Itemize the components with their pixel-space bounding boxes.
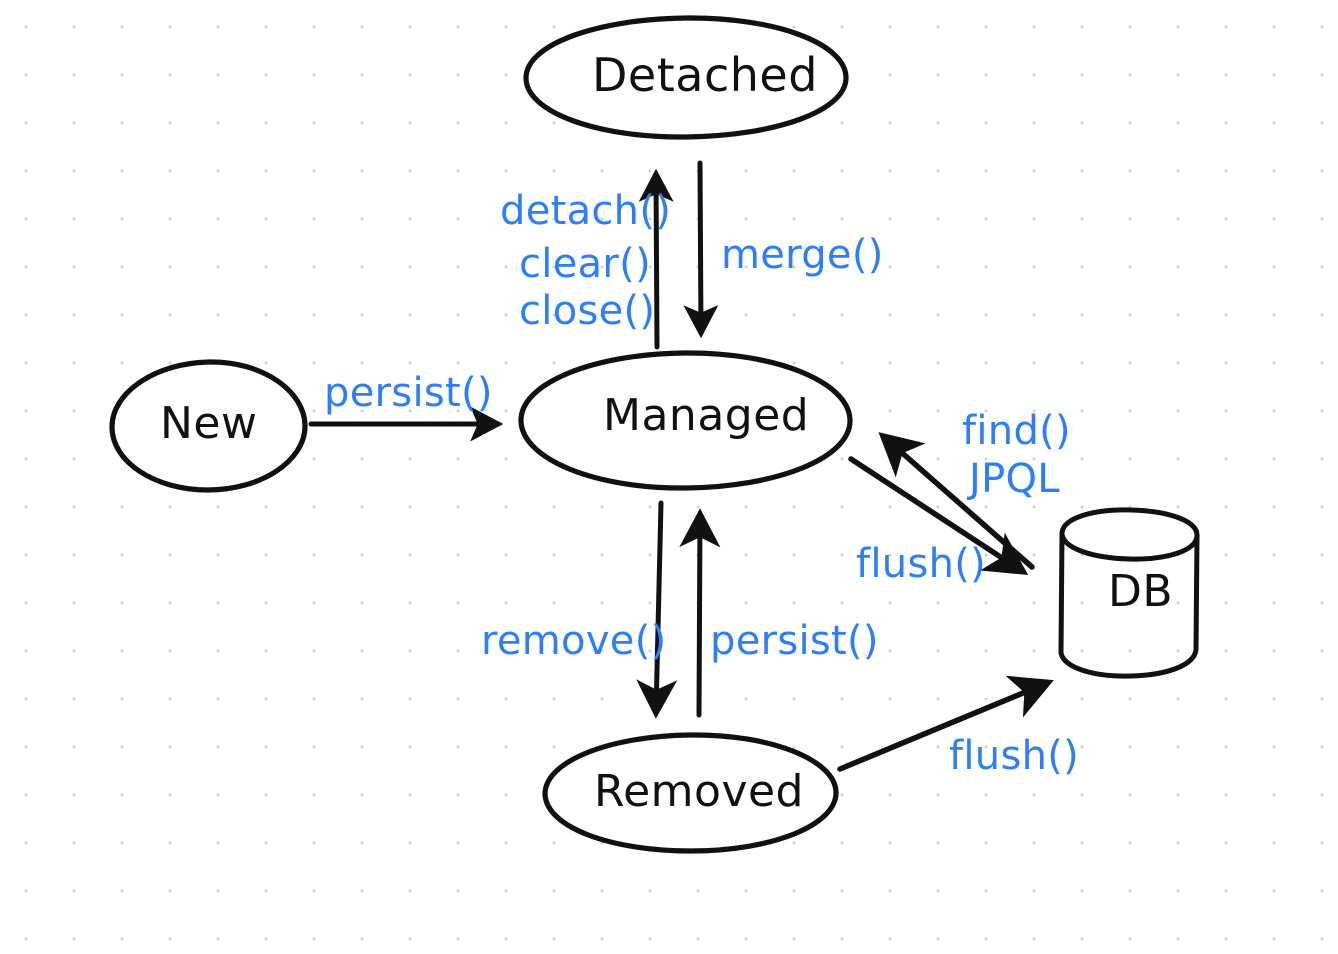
node-new[interactable] [109,359,308,493]
node-detached[interactable] [523,15,849,140]
edge-find-jpql-arrow[interactable] [878,432,1035,570]
edge-merge-arrow[interactable] [683,160,719,339]
managed-ellipse-outline [518,350,853,491]
db-cylinder-top [1059,507,1200,562]
node-managed[interactable] [518,350,853,491]
edge-detach-arrow[interactable] [638,168,674,350]
db-cylinder-body [1058,531,1200,679]
edge-flush-removed-arrow[interactable] [837,675,1054,772]
edge-flush-managed-arrow[interactable] [848,456,1029,576]
edge-persist-removed-arrow[interactable] [679,508,721,718]
node-removed[interactable] [542,732,839,854]
removed-ellipse-outline [542,732,839,854]
edge-remove-arrow[interactable] [636,500,678,719]
node-db[interactable] [1058,507,1200,679]
new-ellipse-outline [109,359,308,493]
detached-ellipse-outline [523,15,849,140]
